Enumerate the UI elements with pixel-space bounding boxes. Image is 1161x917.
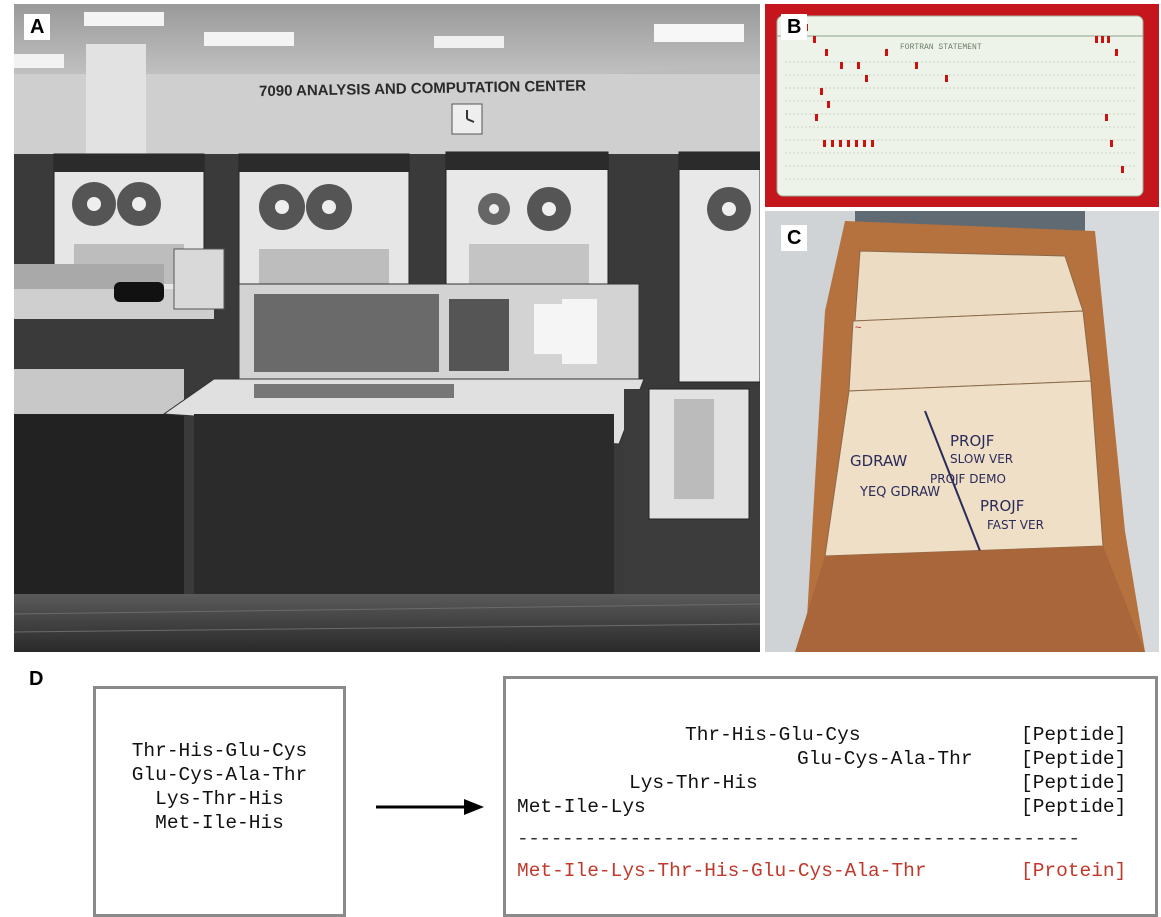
card-punch-hole: [825, 49, 828, 56]
aligned-peptide: Lys-Thr-His: [629, 772, 758, 794]
card-punch-hole: [813, 36, 816, 43]
handwritten-notes: PROJF SLOW VER GDRAW PROJF DEMO YEQ GDRA…: [850, 432, 1044, 532]
card-header-text: FORTRAN STATEMENT: [900, 43, 982, 52]
peptide-tag: [Peptide]: [1021, 796, 1127, 818]
center-sign: 7090 ANALYSIS AND COMPUTATION CENTER: [259, 77, 586, 100]
peptide-tag: [Peptide]: [1021, 748, 1127, 770]
protein-tag: [Protein]: [1021, 860, 1127, 882]
svg-text:PROJF DEMO: PROJF DEMO: [930, 472, 1006, 486]
alignment-box: Thr-His-Glu-Cys [Peptide] Glu-Cys-Ala-Th…: [503, 676, 1158, 917]
svg-text:~: ~: [855, 322, 861, 334]
card-punch-hole: [840, 62, 843, 69]
right-arrow-icon: [376, 799, 484, 815]
card-punch-hole: [865, 75, 868, 82]
panel-label-a: A: [24, 14, 51, 40]
alignment-separator: ----------------------------------------…: [517, 828, 1080, 850]
aligned-peptide: Thr-His-Glu-Cys: [685, 724, 861, 746]
card-punch-hole: [945, 75, 948, 82]
svg-text:FAST VER: FAST VER: [987, 518, 1044, 532]
svg-text:GDRAW: GDRAW: [850, 452, 907, 470]
panel-label-c: C: [781, 225, 808, 251]
panel-label-d: D: [27, 668, 46, 690]
computer-center-illustration: 7090 ANALYSIS AND COMPUTATION CENTER: [14, 4, 760, 652]
aligned-peptide: Met-Ile-Lys: [517, 796, 646, 818]
computer-center-photo: 7090 ANALYSIS AND COMPUTATION CENTER: [14, 4, 760, 652]
card-punch-hole: [1105, 114, 1108, 121]
card-punch-hole: [863, 140, 866, 147]
peptide-tag: [Peptide]: [1021, 724, 1127, 746]
panel-label-b: B: [781, 14, 808, 40]
assembled-protein: Met-Ile-Lys-Thr-His-Glu-Cys-Ala-Thr: [517, 860, 927, 882]
card-punch-hole: [847, 140, 850, 147]
card-punch-hole: [885, 49, 888, 56]
input-fragment: Glu-Cys-Ala-Thr: [131, 764, 308, 786]
input-fragment: Thr-His-Glu-Cys: [131, 740, 308, 762]
card-punch-hole: [855, 140, 858, 147]
card-punch-hole: [823, 140, 826, 147]
card-punch-hole: [1110, 140, 1113, 147]
card-punch-hole: [820, 88, 823, 95]
card-punch-hole: [839, 140, 842, 147]
input-fragment: Lys-Thr-His: [155, 788, 284, 810]
svg-text:SLOW VER: SLOW VER: [950, 452, 1013, 466]
card-punch-hole: [1107, 36, 1110, 43]
punched-card-illustration: FORTRAN STATEMENT: [765, 4, 1159, 207]
card-box-illustration: ~ PROJF SLOW VER GDRAW PROJF DEMO YEQ GD…: [765, 211, 1159, 652]
card-punch-hole: [1121, 166, 1124, 173]
card-punch-hole: [871, 140, 874, 147]
aligned-peptide: Glu-Cys-Ala-Thr: [797, 748, 973, 770]
card-box-photo: ~ PROJF SLOW VER GDRAW PROJF DEMO YEQ GD…: [765, 211, 1159, 652]
card-punch-hole: [1095, 36, 1098, 43]
card-punch-hole: [815, 114, 818, 121]
card-punch-hole: [827, 101, 830, 108]
card-punch-hole: [1115, 49, 1118, 56]
punched-card-photo: FORTRAN STATEMENT: [765, 4, 1159, 207]
svg-text:YEQ GDRAW: YEQ GDRAW: [859, 485, 940, 500]
peptide-tag: [Peptide]: [1021, 772, 1127, 794]
card-punch-hole: [857, 62, 860, 69]
card-punch-hole: [915, 62, 918, 69]
svg-text:PROJF: PROJF: [950, 432, 994, 450]
input-fragments-box: Thr-His-Glu-Cys Glu-Cys-Ala-Thr Lys-Thr-…: [93, 686, 346, 917]
card-punch-hole: [831, 140, 834, 147]
svg-text:PROJF: PROJF: [980, 497, 1024, 515]
input-fragment: Met-Ile-His: [155, 812, 284, 834]
card-punch-hole: [1101, 36, 1104, 43]
